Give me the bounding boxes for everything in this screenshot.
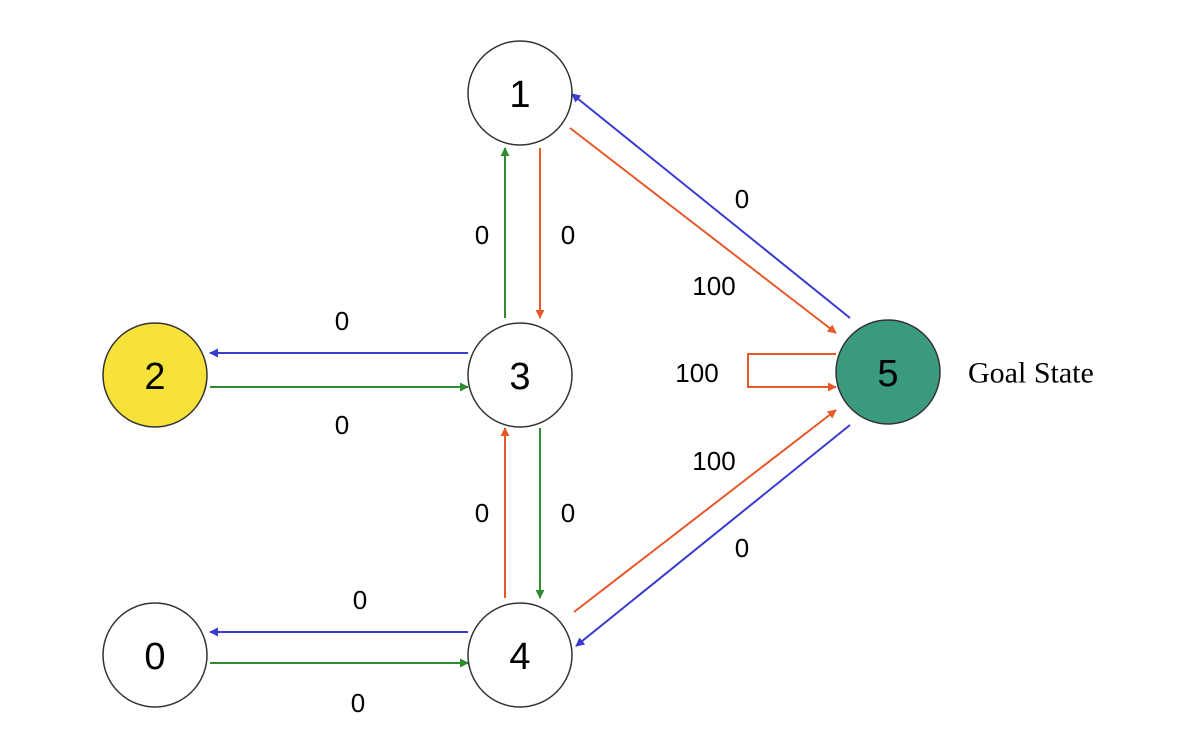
state-node-label: 3 [509, 356, 530, 398]
edge-weight-5-to-1: 0 [735, 184, 749, 214]
state-node-label: 5 [877, 353, 898, 395]
state-node-circle [467, 40, 573, 146]
edge-weight-4-to-0: 0 [353, 585, 367, 615]
edge-labels-layer: 0 0 100 0 0 0 0 0 100 100 0 0 0 [335, 184, 749, 718]
edge-weight-3-to-2: 0 [335, 306, 349, 336]
state-node-1: 1 [467, 40, 573, 146]
state-node-4: 4 [467, 602, 573, 708]
nodes-layer: 0 1 2 3 4 5 [102, 40, 941, 708]
state-node-circle [467, 602, 573, 708]
edge-4-to-5 [573, 409, 837, 613]
state-node-5: 5 [835, 319, 941, 425]
edge-weight-4-to-5: 100 [692, 446, 735, 476]
edge-weight-0-to-4: 0 [351, 688, 365, 718]
edge-5-to-4 [575, 424, 851, 647]
edge-weight-5-to-4: 0 [735, 533, 749, 563]
state-node-3: 3 [467, 322, 573, 428]
edge-weight-1-to-5: 100 [692, 271, 735, 301]
state-node-0: 0 [102, 602, 208, 708]
state-node-label: 0 [144, 636, 165, 678]
state-node-2: 2 [102, 322, 208, 428]
state-node-circle [102, 322, 208, 428]
edge-weight-3-to-4: 0 [561, 498, 575, 528]
state-node-label: 1 [509, 74, 530, 116]
edge-1-to-5 [569, 127, 837, 334]
edge-weight-4-to-3: 0 [475, 498, 489, 528]
edge-5-to-5 [747, 353, 837, 392]
edge-weight-5-to-5: 100 [675, 358, 718, 388]
edge-weight-2-to-3: 0 [335, 410, 349, 440]
state-node-circle [102, 602, 208, 708]
edge-5-to-1 [571, 93, 851, 319]
goal-state-label: Goal State [968, 357, 1094, 390]
state-node-label: 2 [144, 356, 165, 398]
state-node-circle [467, 322, 573, 428]
edge-weight-3-to-1: 0 [475, 220, 489, 250]
edges-layer [209, 93, 851, 668]
state-node-circle [835, 319, 941, 425]
state-node-label: 4 [509, 636, 530, 678]
edge-weight-1-to-3: 0 [561, 220, 575, 250]
